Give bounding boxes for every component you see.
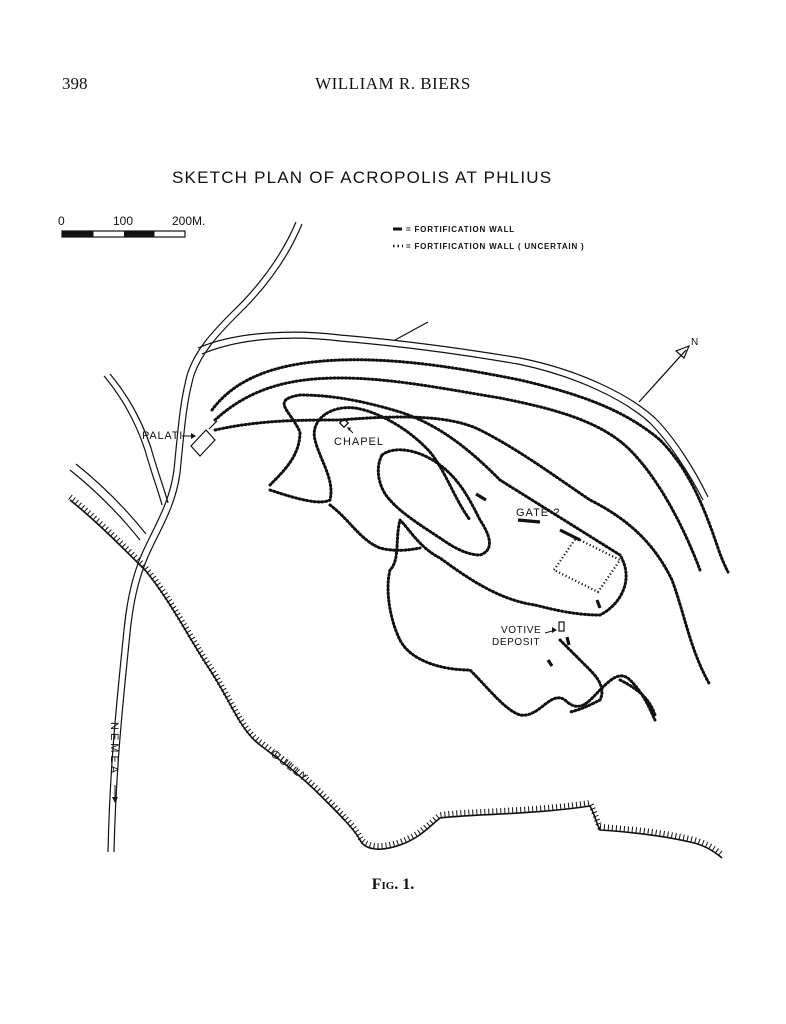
votive-label-line2: DEPOSIT (492, 637, 540, 648)
road-southwest (69, 469, 141, 541)
nemea-label-group: NEMEA (108, 722, 120, 803)
contour-2 (213, 376, 702, 572)
fortification-walls (475, 492, 602, 667)
legend-solid-label: = FORTIFICATION WALL (406, 225, 515, 234)
road-nemea (107, 221, 297, 853)
wall-segment (475, 492, 487, 502)
page-number: 398 (62, 74, 88, 93)
north-arrow: N (638, 337, 698, 403)
contour-6 (328, 503, 422, 552)
road-spur (394, 321, 429, 341)
contour-3 (213, 415, 712, 687)
figure-caption: Fig. 1. (0, 876, 786, 894)
running-head: WILLIAM R. BIERS (315, 74, 471, 93)
contour-8 (618, 678, 657, 717)
road-west-edge (109, 373, 169, 504)
contour-lines (210, 358, 730, 722)
legend-dotted-label: = FORTIFICATION WALL ( UNCERTAIN ) (406, 242, 585, 251)
palati-label: PALATI (142, 430, 183, 442)
road-north-edge (201, 337, 704, 501)
palati-building (190, 420, 218, 457)
map-title: SKETCH PLAN OF ACROPOLIS AT PHLIUS (172, 168, 553, 187)
contour-outer (210, 358, 730, 574)
wall-segment (595, 599, 602, 609)
scale-tick-0: 0 (58, 214, 65, 228)
wall-segment (559, 528, 581, 542)
votive-label-line1: VOTIVE (501, 625, 541, 636)
figure-caption-text: Fig. 1. (371, 876, 415, 893)
wall-segment (546, 659, 554, 667)
gate-enclosure (552, 536, 622, 594)
contour-summit (376, 448, 491, 557)
gully-label: GULLY (268, 748, 311, 785)
road-nemea-edge (113, 223, 303, 853)
contour-4 (268, 393, 657, 722)
road-north (197, 331, 709, 498)
scale-tick-100: 100 (113, 214, 133, 228)
chapel-marker: CHAPEL (334, 417, 384, 448)
gate-label: GATE ? (516, 507, 560, 519)
road-west (103, 375, 163, 506)
nemea-label: NEMEA (108, 722, 120, 776)
wall-segment (565, 636, 571, 646)
contour-7 (558, 638, 604, 714)
scale-bar: 0 100 200M. (58, 214, 205, 238)
road-southwest-edge (75, 463, 147, 535)
north-label: N (691, 337, 698, 348)
contour-5 (268, 406, 472, 522)
palati-label-group: PALATI (142, 430, 196, 442)
map-legend: = FORTIFICATION WALL = FORTIFICATION WAL… (393, 225, 585, 251)
roads (69, 221, 709, 853)
scale-tick-200: 200M. (172, 214, 205, 228)
wall-segment (517, 518, 541, 524)
votive-deposit-marker: VOTIVE DEPOSIT (492, 621, 565, 648)
chapel-label: CHAPEL (334, 436, 384, 448)
